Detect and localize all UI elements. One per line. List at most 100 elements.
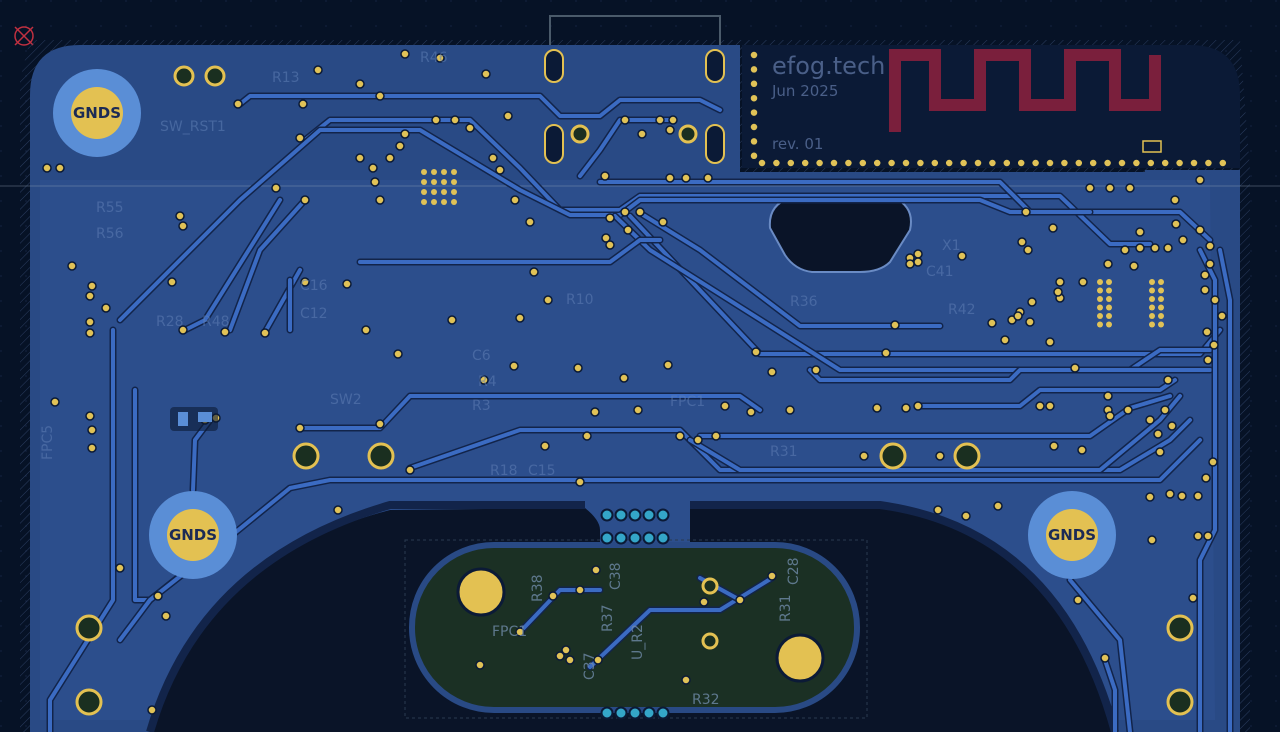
via[interactable] bbox=[1201, 473, 1211, 483]
via[interactable] bbox=[555, 651, 565, 661]
copper-trace[interactable] bbox=[918, 378, 1177, 408]
via[interactable] bbox=[87, 425, 97, 435]
via[interactable] bbox=[1053, 287, 1063, 297]
header-pin[interactable] bbox=[749, 79, 759, 89]
via[interactable] bbox=[447, 315, 457, 325]
header-pin[interactable] bbox=[843, 158, 854, 168]
header-pin[interactable] bbox=[1030, 158, 1041, 168]
via[interactable] bbox=[1073, 595, 1083, 605]
copper-trace[interactable] bbox=[588, 576, 774, 669]
via[interactable] bbox=[905, 259, 915, 269]
connector-pin[interactable] bbox=[656, 531, 670, 545]
daughter-pad-right[interactable] bbox=[775, 633, 825, 683]
header-pin[interactable] bbox=[930, 158, 940, 168]
via[interactable] bbox=[1165, 489, 1175, 499]
via[interactable] bbox=[1193, 491, 1203, 501]
via[interactable] bbox=[637, 129, 647, 139]
via[interactable] bbox=[575, 585, 585, 595]
via[interactable] bbox=[663, 360, 673, 370]
via[interactable] bbox=[495, 165, 505, 175]
header-pin[interactable] bbox=[1189, 158, 1199, 168]
connector-pins[interactable] bbox=[600, 508, 670, 720]
via[interactable] bbox=[1013, 311, 1023, 321]
copper-trace[interactable] bbox=[808, 368, 1212, 382]
connector-pin[interactable] bbox=[628, 508, 642, 522]
via[interactable] bbox=[435, 53, 445, 63]
header-pin[interactable] bbox=[1160, 158, 1170, 168]
via[interactable] bbox=[220, 327, 230, 337]
via[interactable] bbox=[1188, 593, 1198, 603]
copper-trace[interactable] bbox=[298, 394, 762, 430]
connector-pin[interactable] bbox=[600, 706, 614, 720]
via[interactable] bbox=[540, 441, 550, 451]
via[interactable] bbox=[431, 115, 441, 125]
via[interactable] bbox=[1203, 531, 1213, 541]
via[interactable] bbox=[901, 403, 911, 413]
connector-pin[interactable] bbox=[628, 706, 642, 720]
header-pin[interactable] bbox=[757, 158, 767, 168]
via[interactable] bbox=[1017, 237, 1027, 247]
via[interactable] bbox=[1135, 243, 1145, 253]
via[interactable] bbox=[1055, 277, 1065, 287]
via[interactable] bbox=[1100, 653, 1110, 663]
connector-pin[interactable] bbox=[628, 531, 642, 545]
header-pin[interactable] bbox=[1218, 158, 1228, 168]
via[interactable] bbox=[872, 403, 882, 413]
header-pin[interactable] bbox=[749, 93, 759, 103]
via[interactable] bbox=[1145, 492, 1155, 502]
header-pin[interactable] bbox=[1131, 158, 1142, 168]
via[interactable] bbox=[1193, 531, 1203, 541]
header-pin[interactable] bbox=[1117, 158, 1127, 168]
connector-pin[interactable] bbox=[656, 706, 670, 720]
copper-trace[interactable] bbox=[408, 418, 1192, 472]
via[interactable] bbox=[890, 320, 900, 330]
header-pin[interactable] bbox=[786, 158, 796, 168]
via[interactable] bbox=[1070, 363, 1080, 373]
via[interactable] bbox=[987, 318, 997, 328]
connector-pin[interactable] bbox=[614, 706, 628, 720]
via[interactable] bbox=[1000, 335, 1010, 345]
via[interactable] bbox=[1163, 243, 1173, 253]
via[interactable] bbox=[395, 141, 405, 151]
via[interactable] bbox=[1103, 391, 1113, 401]
copper-trace[interactable] bbox=[698, 394, 1172, 438]
via[interactable] bbox=[811, 365, 821, 375]
header-pin[interactable] bbox=[771, 158, 782, 168]
header-pin[interactable] bbox=[749, 151, 759, 161]
via[interactable] bbox=[767, 367, 777, 377]
via[interactable] bbox=[1045, 337, 1055, 347]
header-pin[interactable] bbox=[872, 158, 882, 168]
header-pin[interactable] bbox=[749, 64, 759, 75]
via[interactable] bbox=[1195, 225, 1205, 235]
via[interactable] bbox=[1208, 457, 1218, 467]
via[interactable] bbox=[913, 249, 923, 259]
via[interactable] bbox=[711, 431, 721, 441]
via[interactable] bbox=[548, 591, 558, 601]
via[interactable] bbox=[699, 597, 709, 607]
copper-trace[interactable] bbox=[638, 211, 942, 328]
via[interactable] bbox=[675, 431, 685, 441]
via[interactable] bbox=[1155, 447, 1165, 457]
copper-trace[interactable] bbox=[48, 328, 115, 732]
copper-trace[interactable] bbox=[358, 238, 662, 264]
via[interactable] bbox=[1035, 401, 1045, 411]
via[interactable] bbox=[681, 675, 691, 685]
header-pin[interactable] bbox=[973, 158, 983, 168]
via[interactable] bbox=[1045, 401, 1055, 411]
header-pin[interactable] bbox=[858, 158, 868, 168]
via[interactable] bbox=[233, 99, 243, 109]
via[interactable] bbox=[85, 328, 95, 338]
via[interactable] bbox=[85, 411, 95, 421]
via[interactable] bbox=[355, 153, 365, 163]
via[interactable] bbox=[935, 451, 945, 461]
via[interactable] bbox=[573, 363, 583, 373]
copper-trace[interactable] bbox=[263, 268, 302, 334]
via[interactable] bbox=[1200, 270, 1210, 280]
via[interactable] bbox=[957, 251, 967, 261]
via[interactable] bbox=[1023, 245, 1033, 255]
via[interactable] bbox=[1125, 183, 1135, 193]
via[interactable] bbox=[361, 325, 371, 335]
via[interactable] bbox=[1167, 421, 1177, 431]
via[interactable] bbox=[167, 277, 177, 287]
via[interactable] bbox=[1103, 259, 1113, 269]
